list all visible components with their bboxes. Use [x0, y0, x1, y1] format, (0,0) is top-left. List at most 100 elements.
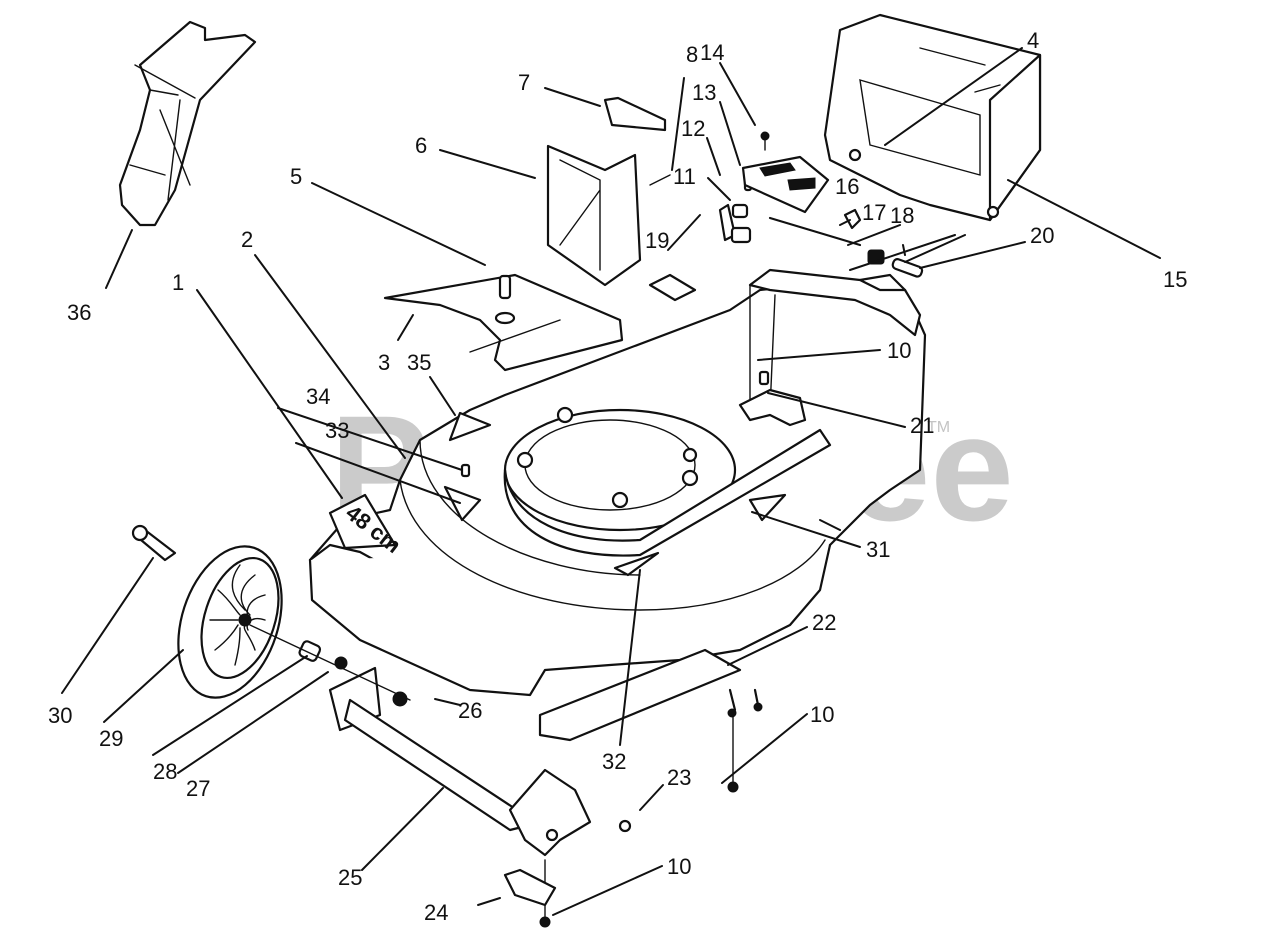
part-34-screw[interactable] — [460, 463, 471, 478]
callout-1[interactable]: 1 — [172, 270, 184, 295]
leader-17 — [847, 224, 901, 246]
leader-29 — [103, 649, 184, 723]
part-5-screw[interactable] — [494, 274, 516, 325]
callout-3[interactable]: 3 — [378, 350, 390, 375]
leader-10a — [757, 349, 881, 361]
callout-labels: 1 2 3 4 5 6 7 8 10 10 10 11 12 13 14 15 … — [48, 28, 1187, 925]
part-2-size-decal[interactable]: 48 cm — [328, 493, 406, 558]
leader-12 — [706, 137, 721, 176]
part-14-screw[interactable] — [760, 131, 770, 151]
callout-33[interactable]: 33 — [325, 418, 349, 443]
leader-6 — [439, 149, 536, 179]
callout-11[interactable]: 11 — [673, 164, 696, 189]
callout-32[interactable]: 32 — [602, 749, 626, 774]
part-35-decal[interactable] — [448, 411, 492, 442]
leader-32 — [619, 569, 641, 746]
callout-16[interactable]: 16 — [835, 174, 859, 199]
leader-26 — [434, 698, 461, 706]
part-23-nut[interactable] — [618, 819, 632, 833]
leader-15 — [1007, 179, 1161, 259]
leader-7 — [544, 87, 601, 107]
callout-29[interactable]: 29 — [99, 726, 123, 751]
leader-33 — [295, 442, 461, 504]
callout-21[interactable]: 21 — [910, 413, 934, 438]
callout-20[interactable]: 20 — [1030, 223, 1054, 248]
part-10-bolt-lower[interactable] — [727, 714, 739, 793]
callout-15[interactable]: 15 — [1163, 267, 1187, 292]
leader-23 — [639, 784, 664, 811]
part-7-block[interactable] — [603, 96, 667, 132]
leader-24 — [477, 897, 501, 906]
part-29-wheel[interactable] — [160, 533, 300, 711]
callout-27[interactable]: 27 — [186, 776, 210, 801]
leader-1 — [196, 289, 343, 499]
callout-10c[interactable]: 10 — [667, 854, 691, 879]
callout-6[interactable]: 6 — [415, 133, 427, 158]
part-17-rod[interactable] — [768, 216, 862, 247]
leader-36 — [105, 229, 133, 289]
callout-28[interactable]: 28 — [153, 759, 177, 784]
callout-19[interactable]: 19 — [645, 228, 669, 253]
callout-31[interactable]: 31 — [866, 537, 890, 562]
callout-7[interactable]: 7 — [518, 70, 530, 95]
wheel-axis-line — [249, 624, 411, 701]
leader-22 — [727, 626, 808, 666]
part-30-wheel-bolt[interactable] — [131, 524, 177, 562]
callout-36[interactable]: 36 — [67, 300, 91, 325]
part-33-decal[interactable] — [443, 485, 482, 522]
part-13-hinge-cover[interactable] — [741, 155, 830, 214]
leader-lines — [61, 47, 1161, 916]
part-15-grass-bag-frame[interactable] — [823, 13, 1042, 222]
callout-13[interactable]: 13 — [692, 80, 716, 105]
leader-19 — [667, 214, 701, 251]
part-11-pivot[interactable] — [718, 203, 752, 244]
callout-24[interactable]: 24 — [424, 900, 448, 925]
callout-22[interactable]: 22 — [812, 610, 836, 635]
leader-27 — [177, 671, 329, 774]
callout-34[interactable]: 34 — [306, 384, 330, 409]
callout-26[interactable]: 26 — [458, 698, 482, 723]
callout-10a[interactable]: 10 — [887, 338, 911, 363]
callout-14[interactable]: 14 — [700, 40, 724, 65]
callout-18[interactable]: 18 — [890, 203, 914, 228]
part-32-decal[interactable] — [613, 551, 660, 577]
leader-8 — [671, 77, 685, 171]
callout-12[interactable]: 12 — [681, 116, 705, 141]
leader-21 — [767, 392, 906, 428]
part-26-nut[interactable] — [392, 691, 408, 707]
part-22-skid-plate[interactable] — [538, 648, 763, 742]
leader-17b — [902, 244, 906, 256]
leader-34 — [277, 407, 463, 471]
callout-4[interactable]: 4 — [1027, 28, 1039, 53]
callout-2[interactable]: 2 — [241, 227, 253, 252]
leader-20 — [919, 241, 1026, 269]
part-blade-ring — [503, 406, 832, 557]
leader-18b — [904, 234, 966, 263]
callout-8[interactable]: 8 — [686, 42, 698, 67]
part-4-decal[interactable] — [919, 47, 1001, 93]
part-8-spring[interactable] — [649, 174, 671, 186]
callout-10b[interactable]: 10 — [810, 702, 834, 727]
part-36-handle-bracket[interactable] — [118, 20, 257, 227]
callout-23[interactable]: 23 — [667, 765, 691, 790]
part-16-clip[interactable] — [843, 208, 862, 230]
leader-28 — [152, 655, 308, 756]
leader-5 — [311, 182, 486, 266]
callout-17[interactable]: 17 — [862, 200, 886, 225]
leader-16b — [839, 219, 851, 226]
part-6-discharge-frame[interactable] — [546, 144, 642, 287]
part-20-pin[interactable] — [891, 258, 924, 278]
leader-2 — [254, 254, 406, 459]
callout-35[interactable]: 35 — [407, 350, 431, 375]
part-19-decal[interactable] — [648, 273, 697, 302]
part-24-cover-plate[interactable] — [503, 868, 557, 907]
part-25-rear-axle[interactable] — [328, 666, 592, 857]
callout-30[interactable]: 30 — [48, 703, 72, 728]
watermark-trademark: TM — [927, 419, 950, 436]
callout-25[interactable]: 25 — [338, 865, 362, 890]
callout-5[interactable]: 5 — [290, 164, 302, 189]
leader-25 — [361, 787, 444, 871]
leader-3 — [397, 314, 414, 341]
leader-13 — [719, 101, 741, 166]
